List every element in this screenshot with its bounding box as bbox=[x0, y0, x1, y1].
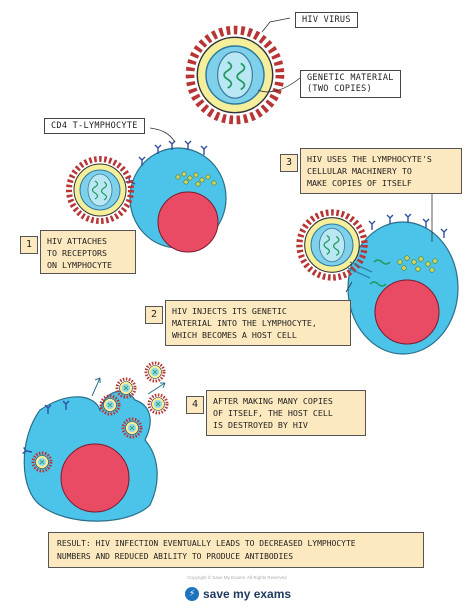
label-hiv-virus: HIV VIRUS bbox=[295, 12, 358, 28]
step2-line3: WHICH BECOMES A HOST CELL bbox=[172, 330, 297, 340]
label-cd4-lymphocyte: CD4 T-LYMPHOCYTE bbox=[44, 118, 145, 134]
genetic-material-pointer bbox=[257, 77, 301, 93]
step3-line1: HIV USES THE LYMPHOCYTE'S bbox=[307, 154, 432, 164]
step2-line1: HIV INJECTS ITS GENETIC bbox=[172, 306, 287, 316]
step2-number: 2 bbox=[145, 306, 163, 324]
step1-box: HIV ATTACHES TO RECEPTORS ON LYMPHOCYTE bbox=[40, 230, 136, 274]
release-arrow-2 bbox=[147, 382, 166, 395]
hiv-virus-pointer bbox=[261, 17, 291, 33]
result-line2: NUMBERS AND REDUCED ABILITY TO PRODUCE A… bbox=[57, 552, 294, 561]
step1-line3: ON LYMPHOCYTE bbox=[47, 260, 112, 270]
step1-line2: TO RECEPTORS bbox=[47, 248, 107, 258]
step3-number: 3 bbox=[280, 154, 298, 172]
brand-logo: ⚡ save my exams bbox=[185, 585, 291, 603]
step4-line1: AFTER MAKING MANY COPIES bbox=[213, 396, 333, 406]
step4-line2: OF ITSELF, THE HOST CELL bbox=[213, 408, 333, 418]
step1-number: 1 bbox=[20, 236, 38, 254]
step4-box: AFTER MAKING MANY COPIES OF ITSELF, THE … bbox=[206, 390, 366, 436]
label-genetic-material: GENETIC MATERIAL (TWO COPIES) bbox=[300, 70, 401, 98]
label-genetic-material-line1: GENETIC MATERIAL bbox=[307, 73, 394, 83]
step1-line1: HIV ATTACHES bbox=[47, 236, 107, 246]
step3-line3: MAKE COPIES OF ITSELF bbox=[307, 178, 412, 188]
hiv-virus-injecting bbox=[299, 212, 373, 278]
step3-line2: CELLULAR MACHINERY TO bbox=[307, 166, 412, 176]
protein-cluster-step3 bbox=[397, 255, 438, 273]
destroyed-host-cell bbox=[21, 390, 158, 522]
release-arrow-1 bbox=[91, 377, 101, 397]
label-genetic-material-line2: (TWO COPIES) bbox=[307, 84, 373, 94]
step2-box: HIV INJECTS ITS GENETIC MATERIAL INTO TH… bbox=[165, 300, 351, 346]
lymphocyte-step1 bbox=[125, 140, 227, 253]
brand-name: save my exams bbox=[203, 587, 292, 601]
step4-number: 4 bbox=[186, 396, 204, 414]
cd4-pointer bbox=[149, 127, 176, 143]
hiv-virus-step1 bbox=[69, 159, 131, 221]
step3-box: HIV USES THE LYMPHOCYTE'S CELLULAR MACHI… bbox=[300, 148, 462, 194]
step2-pointer bbox=[345, 281, 353, 293]
step2-line2: MATERIAL INTO THE LYMPHOCYTE, bbox=[172, 318, 317, 328]
bolt-icon: ⚡ bbox=[185, 587, 199, 601]
result-line1: RESULT: HIV INFECTION EVENTUALLY LEADS T… bbox=[57, 539, 356, 548]
copyright-text: Copyright © Save My Exams. All Rights Re… bbox=[187, 575, 287, 580]
hiv-virus-top bbox=[190, 30, 280, 120]
result-box: RESULT: HIV INFECTION EVENTUALLY LEADS T… bbox=[48, 532, 424, 568]
protein-cluster-step1 bbox=[175, 171, 217, 187]
step4-line3: IS DESTROYED BY HIV bbox=[213, 420, 308, 430]
